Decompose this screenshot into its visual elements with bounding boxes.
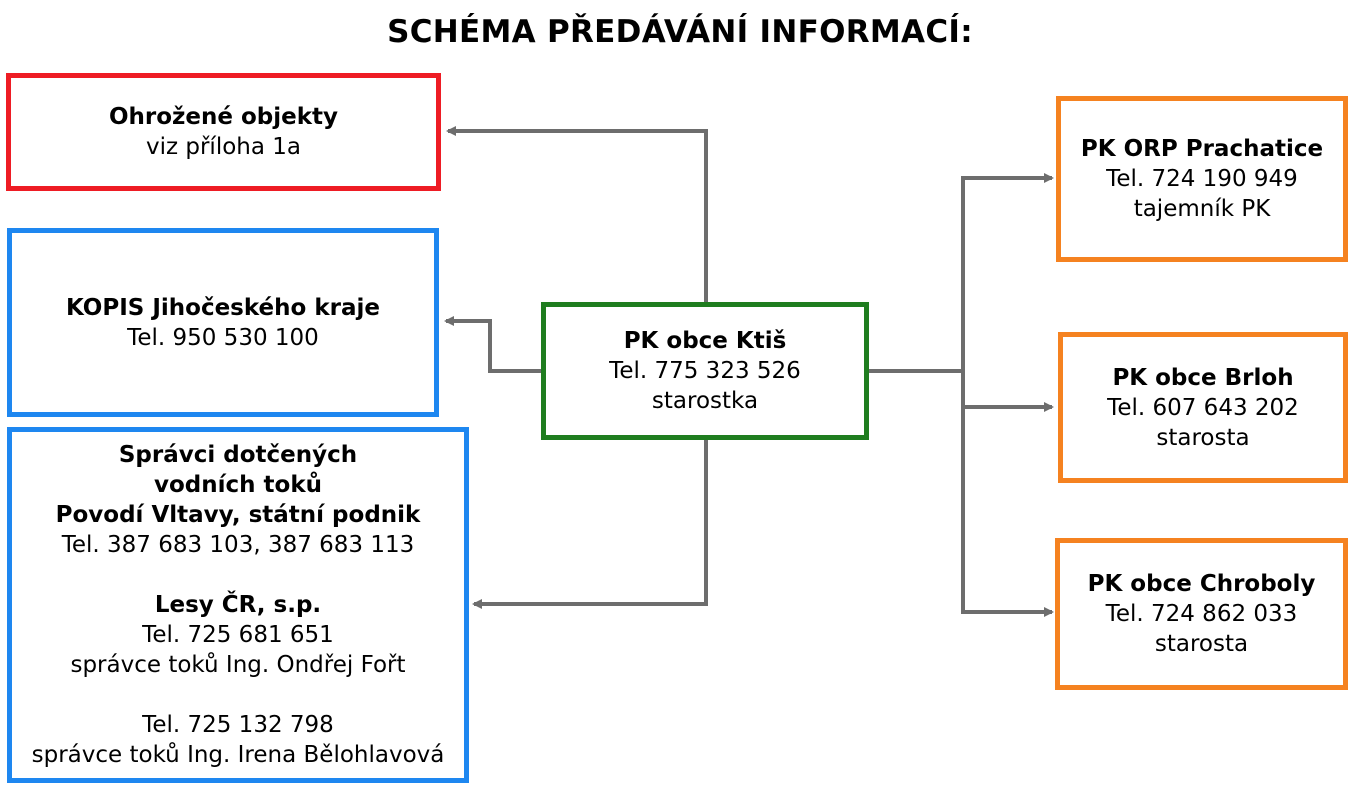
povodi-vltavy-org: Povodí Vltavy, státní podnik (55, 502, 421, 528)
center-ktis-phone: Tel. 775 323 526 (609, 358, 801, 384)
brloh-phone: Tel. 607 643 202 (1107, 394, 1299, 421)
arrow-to-watercourse-managers (472, 438, 708, 609)
arrow-to-threatened-objects (446, 126, 708, 304)
watercourse-managers-box: Správci dotčených vodních toků Povodí Vl… (7, 427, 469, 783)
povodi-vltavy-phone: Tel. 387 683 103, 387 683 113 (61, 532, 415, 558)
brloh-role: starosta (1156, 424, 1250, 451)
brloh-box: PK obce Brloh Tel. 607 643 202 starosta (1058, 332, 1348, 483)
orp-prachatice-phone: Tel. 724 190 949 (1106, 166, 1298, 192)
managers-heading-line2: vodních toků (154, 472, 322, 498)
orp-prachatice-role: tajemník PK (1133, 196, 1271, 222)
threatened-objects-box: Ohrožené objekty viz příloha 1a (6, 73, 441, 191)
chroboly-title: PK obce Chroboly (1087, 571, 1316, 597)
kopis-title: KOPIS Jihočeského kraje (66, 294, 380, 321)
chroboly-phone: Tel. 724 862 033 (1105, 601, 1298, 627)
threatened-objects-note: viz příloha 1a (145, 134, 301, 160)
lesy-cr-phone-2: Tel. 725 132 798 (142, 712, 334, 738)
kopis-phone: Tel. 950 530 100 (127, 324, 319, 351)
diagram-title: SCHÉMA PŘEDÁVÁNÍ INFORMACÍ: (387, 14, 973, 50)
lesy-cr-person-2: správce toků Ing. Irena Bělohlavová (31, 742, 445, 768)
orp-prachatice-box: PK ORP Prachatice Tel. 724 190 949 tajem… (1056, 96, 1348, 262)
arrow-to-kopis (444, 316, 543, 373)
center-ktis-role: starostka (651, 388, 759, 414)
center-ktis-box: PK obce Ktiš Tel. 775 323 526 starostka (541, 302, 869, 440)
orp-prachatice-title: PK ORP Prachatice (1080, 136, 1324, 162)
center-ktis-title: PK obce Ktiš (623, 328, 787, 354)
brloh-title: PK obce Brloh (1112, 364, 1294, 391)
kopis-box: KOPIS Jihočeského kraje Tel. 950 530 100 (7, 228, 439, 417)
chroboly-box: PK obce Chroboly Tel. 724 862 033 staros… (1055, 538, 1348, 690)
managers-heading-line1: Správci dotčených (118, 442, 358, 468)
lesy-cr-person-1: správce toků Ing. Ondřej Fořt (70, 652, 406, 678)
chroboly-role: starosta (1154, 631, 1249, 657)
lesy-cr-phone-1: Tel. 725 681 651 (142, 622, 334, 648)
lesy-cr-org: Lesy ČR, s.p. (154, 592, 322, 618)
threatened-objects-title: Ohrožené objekty (108, 104, 339, 130)
